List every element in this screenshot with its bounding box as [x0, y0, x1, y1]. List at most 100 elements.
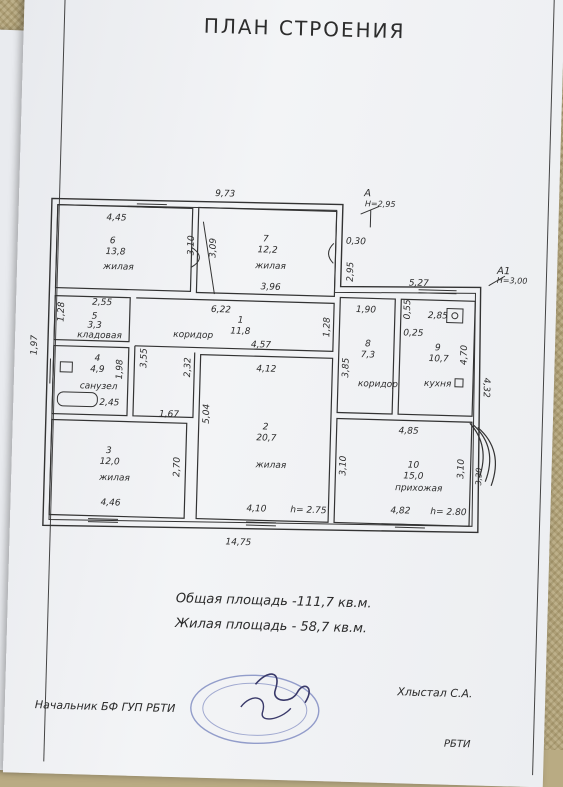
room4-area: 4,9 — [90, 365, 105, 375]
room2-height: 5,04 — [202, 403, 213, 424]
room10-height-right: 3,10 — [456, 459, 467, 480]
room5-width: 2,55 — [92, 298, 113, 309]
room10-name: прихожая — [395, 483, 443, 494]
window-room3 — [87, 518, 119, 523]
bay-arc-1 — [469, 422, 484, 478]
room7-name: жилая — [254, 261, 286, 272]
room2-area: 20,7 — [256, 433, 277, 444]
section-a-height: H=2,95 — [365, 199, 396, 209]
bay-arc-3 — [477, 426, 497, 487]
dim-ext-295: 2,95 — [346, 261, 357, 282]
window-room2 — [245, 521, 277, 527]
bathtub-icon — [56, 391, 98, 408]
room8-number: 8 — [365, 339, 371, 349]
executor-name: Хлыстал С.А. — [396, 685, 473, 700]
sink-icon — [454, 378, 464, 388]
room6-height: 3,10 — [186, 235, 197, 256]
openings — [49, 203, 506, 529]
room10-area: 15,0 — [403, 471, 424, 482]
room3-area: 12,0 — [100, 457, 121, 468]
window-room4 — [49, 358, 55, 384]
door-arc-room6 — [190, 246, 200, 268]
room6-number: 6 — [110, 236, 116, 246]
room5-area: 3,3 — [87, 320, 102, 330]
total-area: Общая площадь -111,7 кв.м. — [176, 591, 372, 611]
dim-ext-527: 5,27 — [409, 278, 430, 289]
dim-ext-030: 0,30 — [346, 237, 367, 248]
room10-width-bottom: 4,82 — [390, 506, 411, 517]
plan-title: ПЛАН СТРОЕНИЯ — [204, 14, 406, 44]
room1-height-right: 2,32 — [183, 357, 194, 378]
dim-outer-top: 9,73 — [215, 189, 236, 200]
room10-height-left: 3,10 — [338, 455, 349, 476]
section-a-marker — [360, 206, 380, 228]
room10-ceiling-height: h= 2.80 — [430, 507, 467, 518]
room9-number: 9 — [435, 343, 441, 353]
room3-width: 4,46 — [100, 498, 121, 509]
room1-width-mid: 4,57 — [251, 340, 272, 351]
room8-height: 3,85 — [341, 357, 352, 378]
window-room9 — [418, 289, 457, 295]
room3-number: 3 — [106, 446, 112, 456]
room1-height-end: 1,28 — [322, 317, 333, 338]
room1-number: 1 — [237, 316, 243, 326]
room6-width: 4,45 — [106, 213, 127, 224]
section-a1-marker — [488, 275, 506, 287]
room10-bay-dim: 3,30 — [474, 468, 483, 486]
living-area: Жилая площадь - 58,7 кв.м. — [174, 616, 367, 636]
room4-name: санузел — [80, 381, 118, 392]
room5-height: 1,28 — [57, 301, 68, 322]
room4-height: 1,98 — [115, 359, 126, 380]
room1-area: 11,8 — [230, 326, 251, 337]
dim-outer-bottom: 14,75 — [225, 537, 251, 548]
room8-area: 7,3 — [361, 350, 376, 360]
room2-number: 2 — [263, 422, 269, 432]
room7-width: 3,96 — [260, 282, 281, 293]
room10-width-top: 4,85 — [398, 426, 419, 437]
room7-height: 3,09 — [208, 238, 219, 259]
bay-arc-2 — [473, 424, 491, 482]
room5-name: кладовая — [77, 330, 123, 341]
room2-width-top: 4,12 — [256, 364, 277, 375]
room9-height: 4,70 — [459, 345, 470, 366]
stove-icon — [446, 308, 464, 324]
room9-width: 2,85 — [428, 311, 449, 322]
door-arc-room7 — [328, 242, 335, 264]
dim-outer-right: 4,32 — [481, 378, 492, 399]
dim-outer-left: 1,97 — [30, 335, 41, 356]
room2-ceiling-height: h= 2.75 — [290, 505, 327, 516]
section-a1-label: A1 — [496, 266, 511, 277]
room6-name: жилая — [102, 262, 134, 273]
room9-area: 10,7 — [429, 354, 450, 365]
room10-number: 10 — [408, 460, 420, 470]
window-room10 — [394, 523, 426, 529]
room1-name: коридор — [173, 330, 213, 341]
room9-stub: 0,25 — [403, 328, 424, 339]
floor-plan-drawing: ПЛАН СТРОЕНИЯ — [30, 14, 528, 751]
room4-width: 2,45 — [99, 398, 120, 409]
room1-width-top: 6,22 — [211, 305, 232, 316]
room8-width: 1,90 — [356, 305, 377, 316]
room9-name: кухня — [424, 379, 452, 390]
section-a1-height: H=3,00 — [497, 276, 528, 286]
room9-stub2: 0,55 — [403, 299, 414, 320]
chief-signature-line: Начальник БФ ГУП РБТИ — [35, 698, 176, 715]
partition-line — [202, 221, 215, 295]
room2-name: жилая — [254, 460, 286, 471]
section-a-label: A — [363, 188, 371, 199]
room7-area: 12,2 — [257, 245, 278, 256]
room6-area: 13,8 — [105, 247, 126, 258]
bottom-stamp-text: РБТИ — [444, 739, 471, 751]
room2-width-bottom: 4,10 — [246, 504, 267, 515]
room3-height: 2,70 — [172, 457, 183, 478]
room1-height-left: 3,55 — [139, 348, 150, 369]
room4-number: 4 — [94, 354, 100, 364]
room5-number: 5 — [92, 312, 98, 322]
room8-name: коридор — [358, 379, 398, 390]
room7-number: 7 — [263, 234, 269, 244]
stamp-signature — [190, 673, 320, 745]
room3-width-top: 1,67 — [159, 410, 180, 421]
stove-burner-icon — [451, 312, 459, 320]
toilet-icon — [59, 361, 73, 373]
